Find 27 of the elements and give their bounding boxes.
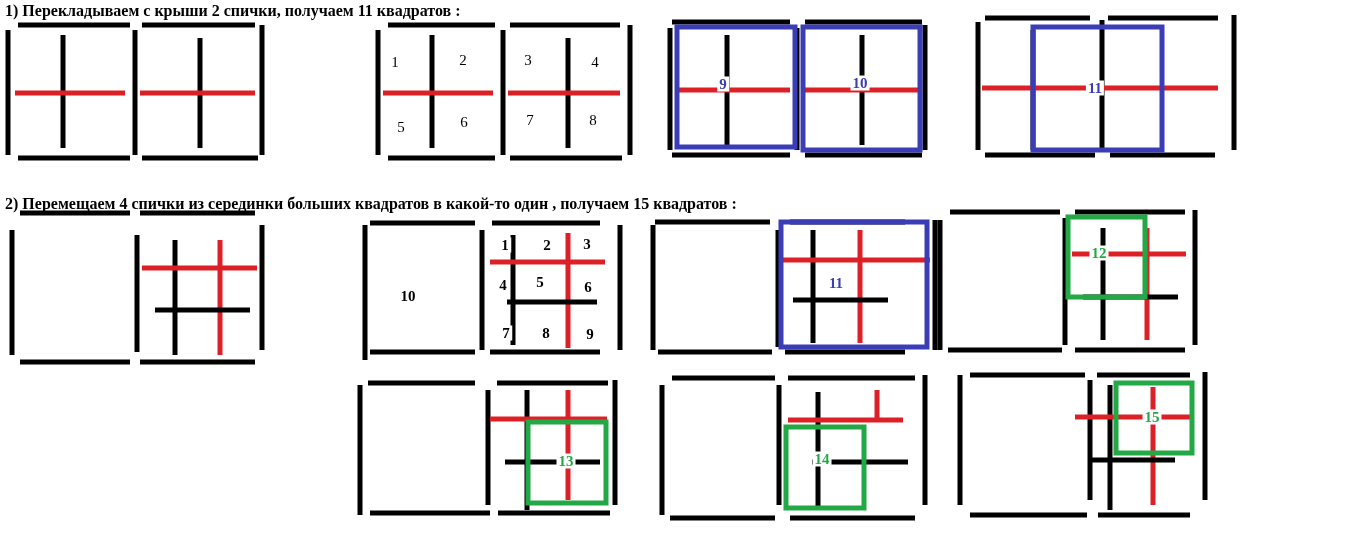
square-number: 5 bbox=[534, 274, 546, 290]
square-number: 8 bbox=[540, 325, 552, 341]
square-number: 9 bbox=[584, 326, 596, 342]
square-number: 12 bbox=[1089, 245, 1109, 261]
instruction-heading: 2) Перемещаем 4 спички из серединки больших квадратов в какой-то один , получаем 15 квадратов : bbox=[5, 196, 737, 212]
square-number: 6 bbox=[582, 279, 594, 295]
square-number: 2 bbox=[457, 52, 469, 68]
instruction-heading: 1) Перекладываем с крыши 2 спички, получаем 11 квадратов : bbox=[5, 3, 461, 19]
square-number: 2 bbox=[541, 237, 553, 253]
square-number: 1 bbox=[499, 237, 511, 253]
square-number: 11 bbox=[1085, 80, 1105, 96]
square-number: 10 bbox=[398, 288, 418, 304]
square-number: 6 bbox=[458, 114, 470, 130]
square-number: 13 bbox=[556, 453, 576, 469]
square-number: 4 bbox=[589, 54, 601, 70]
square-number: 3 bbox=[581, 236, 593, 252]
square-number: 7 bbox=[524, 112, 536, 128]
square-number: 10 bbox=[850, 75, 870, 91]
square-number: 4 bbox=[497, 277, 509, 293]
square-number: 3 bbox=[522, 52, 534, 68]
square-number: 7 bbox=[500, 325, 512, 341]
square-number: 1 bbox=[389, 54, 401, 70]
square-number: 9 bbox=[717, 76, 729, 92]
square-number: 5 bbox=[395, 119, 407, 135]
square-number: 14 bbox=[812, 451, 832, 467]
square-number: 15 bbox=[1142, 409, 1162, 425]
square-number: 8 bbox=[587, 112, 599, 128]
